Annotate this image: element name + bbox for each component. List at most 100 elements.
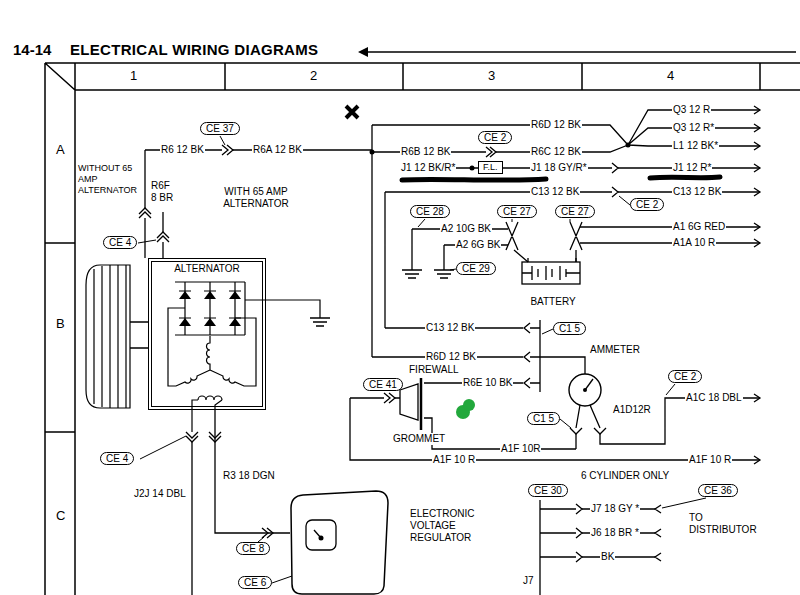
leader-lines xyxy=(138,136,706,583)
node-text: CE 37 xyxy=(206,123,234,134)
art-group xyxy=(45,47,800,595)
meter-circle xyxy=(569,374,601,406)
connector-callout: CE 6 xyxy=(238,576,272,589)
wire-label: A1C 18 DBL xyxy=(685,392,743,404)
node-text: C1 5 xyxy=(533,413,554,424)
note-label: WITH 65 AMP ALTERNATOR xyxy=(205,186,307,210)
note-label: WITHOUT 65 AMP ALTERNATOR xyxy=(77,163,143,196)
node-text: CE 8 xyxy=(242,543,264,554)
note-label: 6 CYLINDER ONLY xyxy=(580,470,670,482)
node-text: CE 4 xyxy=(109,237,131,248)
ground-symbols xyxy=(310,270,454,326)
node-text: CE 27 xyxy=(561,206,589,217)
wire-ends xyxy=(754,106,760,464)
part-label: GROMMET xyxy=(392,433,446,445)
node-text: ELECTRONIC VOLTAGE REGULATOR xyxy=(410,508,482,544)
firewall-line xyxy=(420,378,423,430)
fuse-link-box: F.L. xyxy=(478,161,503,174)
wire-label: A1 6G RED xyxy=(672,221,726,233)
terminal-lead xyxy=(314,530,321,538)
wire-label: A1F 10R xyxy=(500,443,541,455)
node-text: CE 30 xyxy=(534,485,562,496)
x-mark xyxy=(346,106,358,118)
connector-callout: CE 29 xyxy=(456,262,496,275)
wires xyxy=(130,110,760,595)
node-text: BATTERY xyxy=(518,296,588,308)
rectifier-bus xyxy=(175,282,320,335)
grid-reference: 2 xyxy=(309,68,318,84)
wire-label: A2 10G BK xyxy=(440,223,492,235)
grid-reference: 1 xyxy=(129,68,138,84)
alternator-housing: ALTERNATOR xyxy=(148,258,266,410)
regulator-outline xyxy=(291,491,388,594)
diagram-title: ELECTRICAL WIRING DIAGRAMS xyxy=(70,41,318,59)
connector-callout: CE 36 xyxy=(698,484,738,497)
connector-chevrons xyxy=(139,145,661,562)
wire-label: J6 18 BR * xyxy=(590,527,640,539)
node-text: AMMETER xyxy=(590,344,640,356)
connector-callout: C1 5 xyxy=(553,322,586,335)
connector-callout: CE 2 xyxy=(668,370,702,383)
node-text: CE 36 xyxy=(704,485,732,496)
grid-reference: C xyxy=(55,508,66,524)
connector-callout: CE 4 xyxy=(103,236,137,249)
meter-needle xyxy=(585,379,593,390)
highlight-marker xyxy=(402,177,720,180)
grid-reference: A xyxy=(55,142,66,158)
part-label: FIREWALL xyxy=(408,364,460,376)
connector-callout: C1 5 xyxy=(527,412,560,425)
grid-reference: 4 xyxy=(666,68,675,84)
connector-callout: CE 27 xyxy=(555,205,595,218)
wire-label: C13 12 BK xyxy=(425,322,475,334)
wire-label: R6 12 BK xyxy=(160,144,205,156)
wire-label: A1D12R xyxy=(612,404,652,416)
junction-dot xyxy=(370,150,375,155)
node-text: ALTERNATOR xyxy=(152,262,262,275)
wire-label: J7 18 GY * xyxy=(590,503,640,515)
node-text: CE 27 xyxy=(503,206,531,217)
battery-symbol: BATTERY xyxy=(518,258,588,308)
wire-label: J7 xyxy=(522,575,535,587)
connector-callout: CE 2 xyxy=(630,198,664,211)
frame-lines xyxy=(45,63,800,595)
wire-label: BK xyxy=(600,551,615,563)
voltage-regulator: ELECTRONIC VOLTAGE REGULATOR xyxy=(290,490,490,595)
node-text: C1 5 xyxy=(559,323,580,334)
node-text: CE 2 xyxy=(674,371,696,382)
page-number: 14-14 xyxy=(12,41,52,59)
note-label: TO DISTRIBUTOR xyxy=(688,512,760,536)
wire-label: R6C 12 BK xyxy=(530,146,582,158)
connector-callout: CE 37 xyxy=(200,122,240,135)
grommet xyxy=(400,384,418,420)
wire-label: A1F 10 R xyxy=(432,454,476,466)
wire-label: C13 12 BK xyxy=(672,186,722,198)
node-text: CE 29 xyxy=(462,263,490,274)
connector-callout: CE 8 xyxy=(236,542,270,555)
title-rule-head xyxy=(358,47,368,57)
wire-label: Q3 12 R* xyxy=(672,122,715,134)
node-text: CE 41 xyxy=(369,379,397,390)
battery-plates xyxy=(522,258,580,280)
connector-callout: CE 28 xyxy=(410,205,450,218)
diode-symbols xyxy=(179,291,241,326)
wire-label: R6E 10 BK xyxy=(462,377,513,389)
wire-label: J1 12 R* xyxy=(672,162,712,174)
wire-label: J1 12 BK/R* xyxy=(400,162,456,174)
connector-callout: CE 27 xyxy=(497,205,537,218)
node-text: CE 28 xyxy=(416,206,444,217)
connector-callout: CE 4 xyxy=(100,452,134,465)
wire-label: R6D 12 BK xyxy=(425,351,477,363)
grid-reference: B xyxy=(55,316,66,332)
wire-label: R6A 12 BK xyxy=(252,144,303,156)
node-text: CE 2 xyxy=(636,199,658,210)
junction-dot xyxy=(470,166,475,171)
wire-label: R6F 8 BR xyxy=(150,180,178,204)
connector-callout: CE 41 xyxy=(363,378,403,391)
wire-label: Q3 12 R xyxy=(672,104,711,116)
wire-connector xyxy=(215,410,290,533)
wire-label: J2J 14 DBL xyxy=(133,488,187,500)
meter-pivot xyxy=(583,388,587,392)
